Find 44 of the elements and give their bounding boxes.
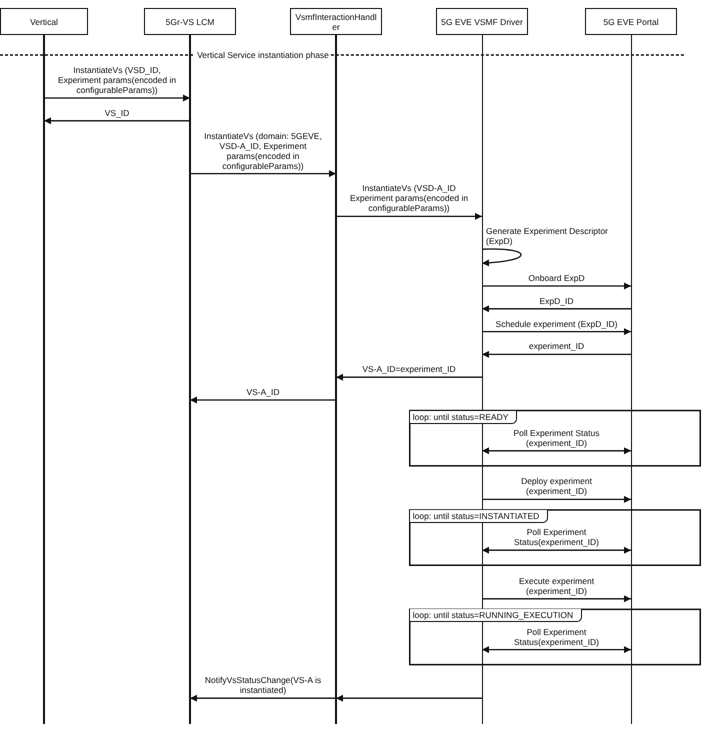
message-arrow [336, 374, 482, 381]
loop-condition-label: loop: until status=READY [410, 410, 518, 424]
message-arrow [482, 282, 631, 290]
message-arrow [336, 694, 482, 702]
message-arrow [190, 396, 336, 404]
participant-box: VsmfInteractionHandler [290, 8, 382, 35]
message-label: Poll Experiment Status(experiment_ID) [512, 527, 600, 548]
loop-condition-label: loop: until status=INSTANTIATED [410, 510, 548, 523]
message-arrow [482, 447, 631, 454]
message-label: VS_ID [104, 108, 130, 118]
message-arrow [190, 170, 336, 178]
message-label: Onboard ExpD [528, 273, 585, 283]
message-arrow [190, 694, 336, 702]
phase-label: Vertical Service instantiation phase [197, 50, 329, 60]
message-label: NotifyVsStatusChange(VS-A is instantiated) [204, 675, 322, 696]
message-label: Generate Experiment Descriptor (ExpD) [486, 226, 609, 246]
message-arrow [44, 117, 190, 124]
message-arrow [482, 496, 631, 503]
message-label: VS-A_ID [246, 387, 280, 397]
message-label: VS-A_ID=experiment_ID [362, 364, 456, 374]
message-label: InstantiateVs (domain: 5GEVE, VSD-A_ID, Experiment params(encoded in configurableParams)) [203, 130, 323, 171]
message-label: InstantiateVs (VSD-A_ID Experiment params(encoded in configurableParams)) [348, 183, 470, 214]
message-arrow [44, 94, 190, 102]
message-label: experiment_ID [528, 341, 584, 352]
message-arrow [482, 546, 631, 554]
message-arrow [482, 305, 631, 312]
message-label: Poll Experiment Status(experiment_ID) [512, 626, 600, 647]
self-message-arrow [482, 248, 522, 266]
message-label: InstantiateVs (VSD_ID, Experiment params(encoded in configurableParams)) [56, 65, 178, 95]
message-arrow [336, 212, 482, 220]
message-label: Schedule experiment (ExpD_ID) [496, 318, 618, 329]
message-arrow [482, 328, 631, 336]
participant-box: Vertical [0, 8, 88, 35]
message-arrow [482, 646, 631, 654]
message-label: Deploy experiment (experiment_ID) [520, 476, 593, 496]
participant-box: 5G EVE Portal [585, 8, 677, 35]
message-label: Poll Experiment Status (experiment_ID) [512, 428, 600, 448]
participant-box: 5Gr-VS LCM [144, 8, 236, 35]
message-label: Execute experiment (experiment_ID) [518, 576, 596, 596]
message-label: ExpD_ID [539, 296, 574, 306]
loop-condition-label: loop: until status=RUNNING_EXECUTION [410, 609, 582, 622]
message-arrow [482, 595, 631, 602]
message-arrow [482, 350, 631, 358]
participant-box: 5G EVE VSMF Driver [436, 8, 528, 35]
